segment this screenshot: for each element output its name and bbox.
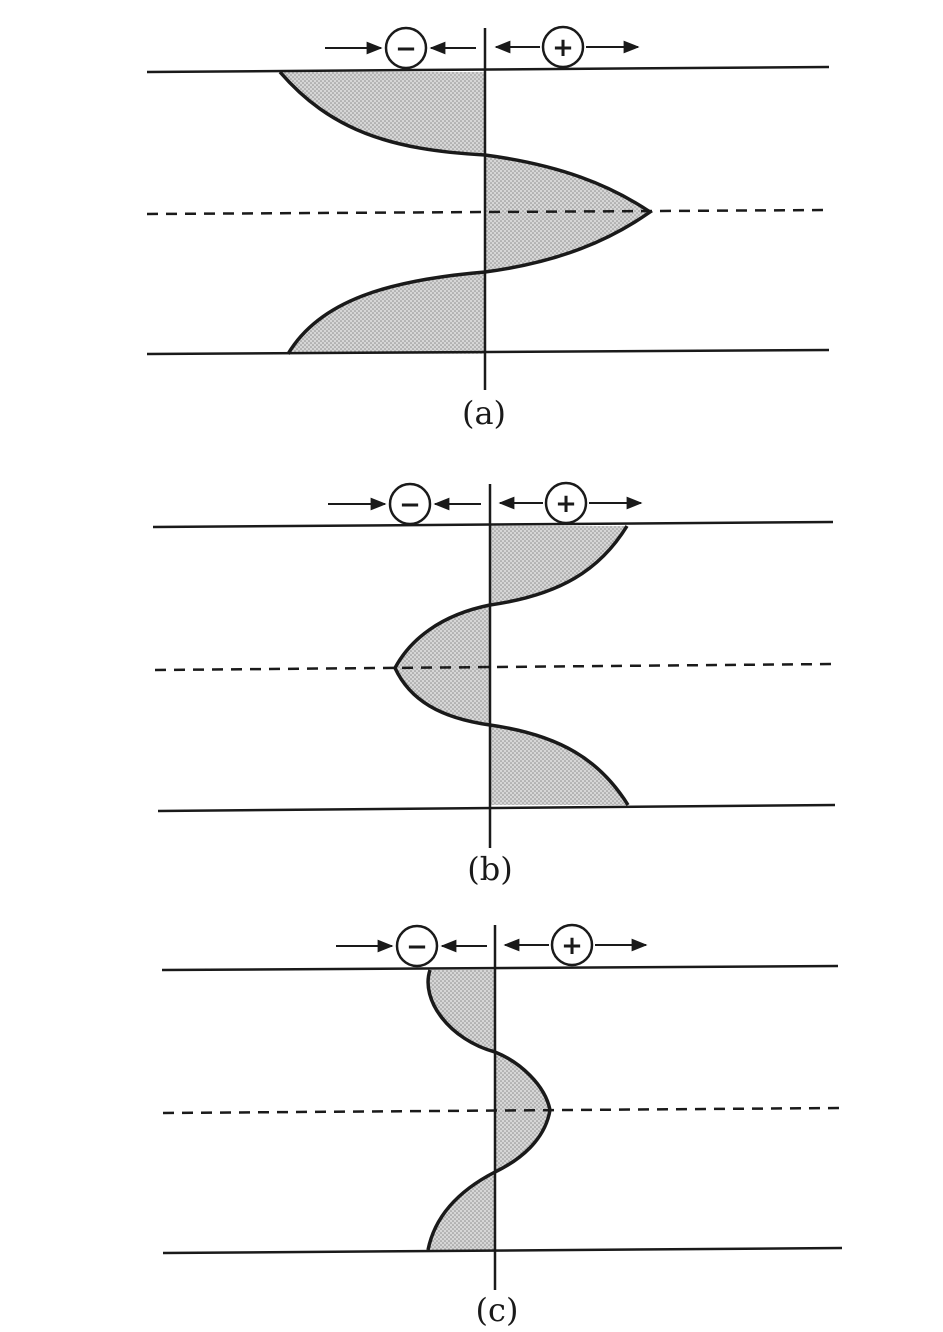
- panel-a-negative-indicator: −: [325, 26, 476, 70]
- panel-a-negative-sign: −: [395, 34, 417, 64]
- panel-b-positive-sign: +: [555, 489, 577, 519]
- panel-b-label: (b): [467, 850, 512, 888]
- panel-a: − + (a): [146, 25, 830, 432]
- panel-b-neutral-axis-dashed-line: [154, 662, 836, 672]
- panel-b: − + (b): [152, 481, 836, 888]
- panel-b-negative-indicator: −: [328, 482, 481, 526]
- panel-b-bottom-boundary-line: [157, 803, 836, 813]
- panel-c-negative-sign: −: [406, 932, 428, 962]
- panel-a-positive-sign: +: [552, 33, 574, 63]
- panel-b-positive-indicator: +: [498, 481, 643, 525]
- panel-c: − + (c): [161, 923, 843, 1329]
- panel-c-bottom-boundary-line: [162, 1246, 843, 1255]
- panel-b-negative-circle: [388, 482, 432, 526]
- panel-b-negative-sign: −: [399, 490, 421, 520]
- panel-b-positive-circle: [544, 481, 588, 525]
- panel-a-bottom-boundary-line: [146, 348, 830, 356]
- panel-c-label: (c): [476, 1291, 519, 1329]
- panel-c-positive-indicator: +: [503, 923, 648, 967]
- panel-a-top-boundary-line: [146, 65, 830, 74]
- panel-b-top-boundary-line: [152, 520, 834, 529]
- panel-a-positive-circle: [541, 25, 585, 69]
- panel-c-negative-circle: [395, 924, 439, 968]
- panel-c-top-boundary-line: [161, 964, 839, 972]
- panel-c-positive-circle: [550, 923, 594, 967]
- panel-a-distribution-fill: [280, 72, 650, 354]
- panel-c-negative-indicator: −: [336, 924, 487, 968]
- panel-c-positive-sign: +: [561, 931, 583, 961]
- panel-a-negative-circle: [384, 26, 428, 70]
- panel-a-positive-indicator: +: [494, 25, 640, 69]
- panel-a-label: (a): [462, 394, 506, 432]
- panel-b-distribution-curve: [393, 525, 630, 806]
